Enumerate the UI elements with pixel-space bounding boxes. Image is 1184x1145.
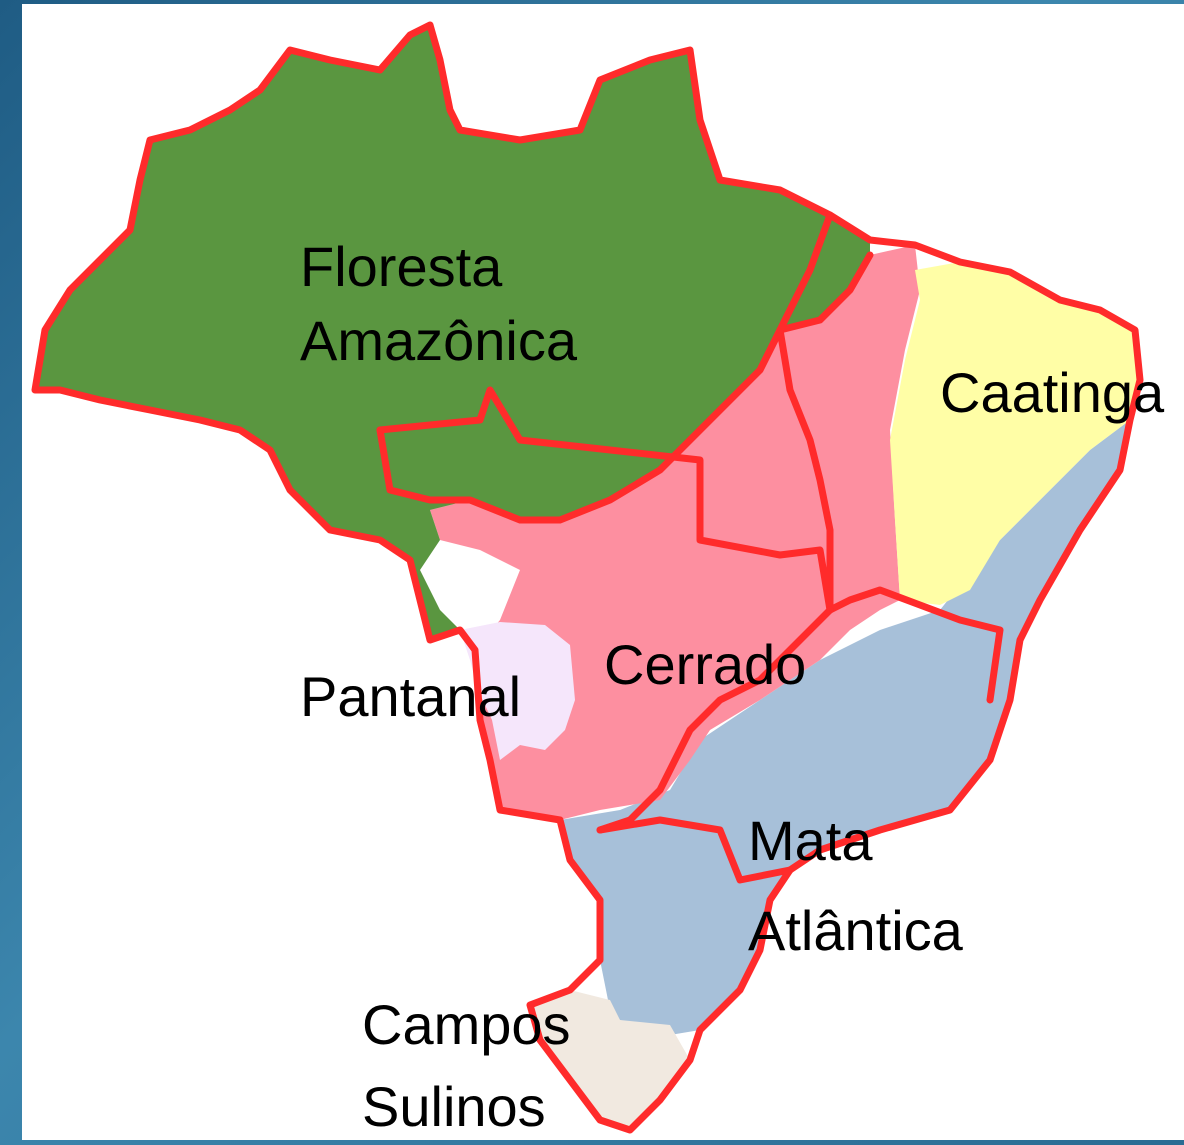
label-campos-sulinos-1: Campos [362, 993, 571, 1056]
label-cerrado: Cerrado [604, 633, 807, 696]
region-caatinga [890, 262, 1140, 605]
border-inner-line-2 [776, 326, 1004, 704]
label-floresta-amazonica-2: Amazônica [300, 309, 578, 372]
label-caatinga: Caatinga [940, 361, 1165, 424]
border-amazonia-cerrado [376, 251, 874, 524]
border-mata-south [596, 816, 794, 884]
country-border [31, 21, 1144, 1134]
label-floresta-amazonica-1: Floresta [300, 235, 503, 298]
label-pantanal: Pantanal [300, 665, 522, 728]
border-inner-line-1 [376, 386, 834, 614]
label-mata-atlantica-2: Atlântica [748, 899, 963, 962]
label-mata-atlantica-1: Mata [748, 809, 873, 872]
border-cerrado-mata-north [596, 606, 834, 834]
label-campos-sulinos-2: Sulinos [362, 1075, 546, 1138]
region-floresta-amazonica [35, 25, 870, 640]
region-pantanal [460, 622, 575, 760]
biome-borders [31, 21, 1144, 1134]
border-inner-line-3 [776, 211, 834, 334]
region-campos-sulinos [530, 990, 690, 1130]
region-mata-atlantica [560, 420, 1130, 1040]
